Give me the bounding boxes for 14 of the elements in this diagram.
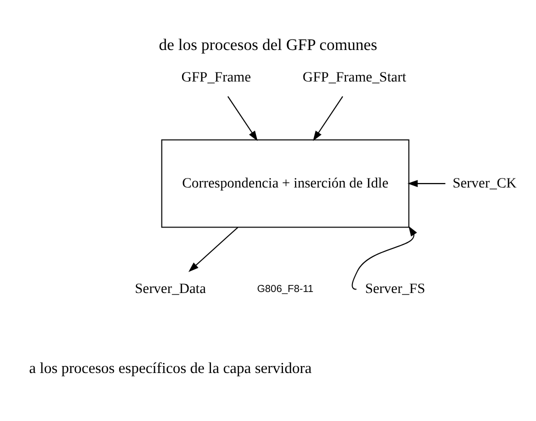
node-box: Correspondencia + inserción de Idle <box>161 139 410 228</box>
diagram-title: de los procesos del GFP comunes <box>158 36 378 54</box>
node-text: Server_CK <box>452 175 517 192</box>
label: G806_F8-11 <box>257 284 314 295</box>
node-text: Server_Data <box>134 281 206 298</box>
arrow <box>408 180 446 188</box>
arrow <box>227 96 258 142</box>
arrow <box>312 96 344 142</box>
node-text: GFP_Frame <box>181 70 251 86</box>
arrow <box>188 226 238 272</box>
node-text: GFP_Frame_Start <box>302 70 406 86</box>
arrow <box>352 226 418 290</box>
caption: a los procesos específicos de la capa servidora <box>29 360 312 378</box>
node-text: Server_FS <box>365 281 426 298</box>
